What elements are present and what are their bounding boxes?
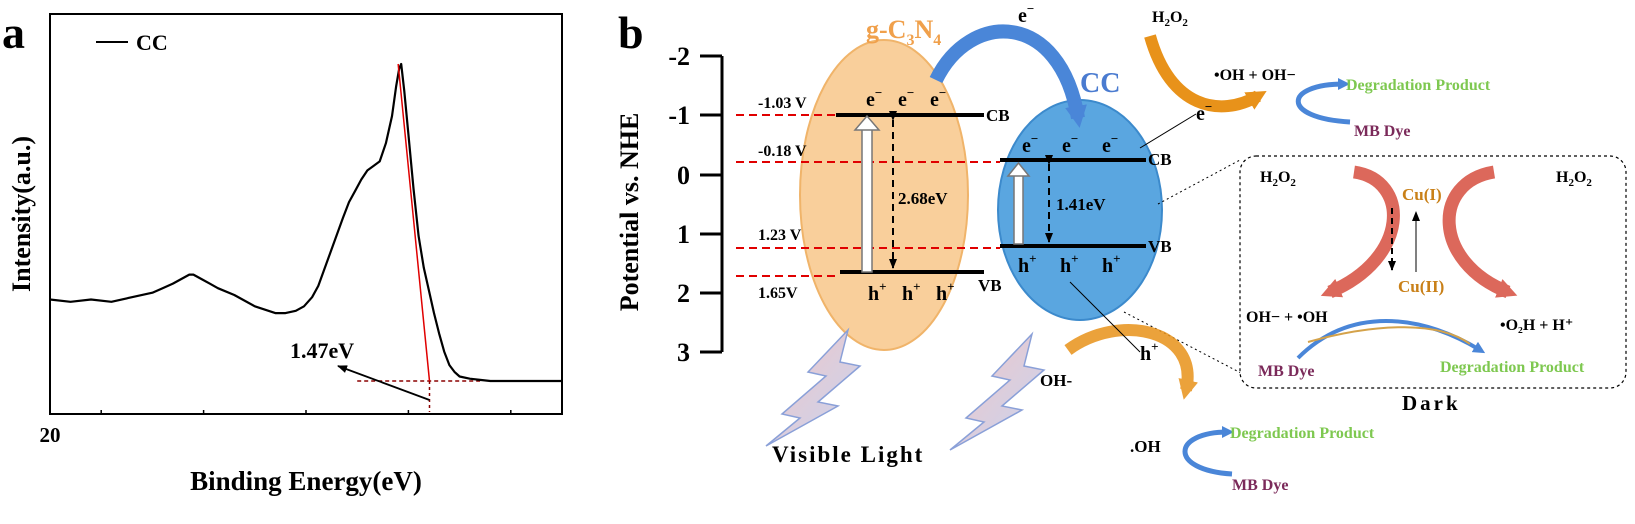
- panel-b-label: b: [618, 7, 644, 58]
- tick-label-1: 1: [677, 220, 690, 249]
- svg-text:e−: e−: [930, 85, 946, 111]
- cc-electrons: e− e− e−: [1022, 131, 1118, 157]
- zoom-line-top: [1157, 159, 1241, 205]
- degradation-cycle-top: [1295, 78, 1351, 125]
- svg-text:e−: e−: [1022, 131, 1038, 157]
- potential-axis-ticks: [700, 54, 722, 354]
- oxidation-hole-label: h+: [1140, 339, 1159, 365]
- h2o2-top-label: H2O2: [1152, 9, 1188, 29]
- electron-transfer-arrow: [929, 24, 1087, 128]
- dark-mb-dye: MB Dye: [1258, 363, 1314, 380]
- svg-text:e−: e−: [1062, 131, 1078, 157]
- series-line-cc: [49, 62, 562, 383]
- cc-holes: h+ h+ h+: [1018, 251, 1121, 277]
- legend-label-cc: CC: [136, 30, 168, 55]
- svg-text:h+: h+: [936, 279, 955, 305]
- dark-degradation-product: Degradation Product: [1440, 359, 1585, 376]
- cc-vb-potential: 1.23 V: [758, 227, 802, 244]
- dark-left-product: OH− + •OH: [1246, 309, 1328, 326]
- dark-right-product: •O₂H + H⁺: [1500, 317, 1573, 334]
- dark-degradation-arc: [1307, 326, 1471, 345]
- y-axis-label: Intensity(a.u.): [7, 136, 36, 292]
- dark-title: Dark: [1402, 391, 1461, 415]
- gcn-electrons: e− e− e−: [866, 85, 946, 111]
- degradation-product-top: Degradation Product: [1346, 77, 1491, 94]
- tick-label-3: 3: [677, 338, 690, 367]
- tick-label-m1: -1: [668, 101, 690, 130]
- transfer-electron-label: e−: [1018, 1, 1034, 27]
- gcn-excitation-arrow: [853, 114, 881, 273]
- cc-cb-label: CB: [1148, 150, 1172, 169]
- dark-degradation-arrow: [1296, 319, 1486, 360]
- cc-bandgap-label: 1.41eV: [1056, 195, 1106, 214]
- x-axis-ticks: 20151050−5: [40, 406, 512, 447]
- svg-text:h+: h+: [1060, 251, 1079, 277]
- oh-minus-label: OH-: [1040, 371, 1072, 390]
- dark-red-arrow-right: [1442, 165, 1518, 299]
- gcn-name: g-C3N4: [866, 15, 941, 49]
- cc-name: CC: [1080, 68, 1120, 99]
- tick-label-0: 0: [677, 161, 690, 190]
- dot-oh-label: .OH: [1130, 437, 1161, 456]
- visible-light-label: Visible Light: [772, 442, 924, 467]
- reduction-electron-label: e−: [1196, 99, 1212, 125]
- tangent-line: [397, 63, 431, 382]
- hole-leader-line: [1069, 281, 1141, 353]
- tick-label-2: 2: [677, 279, 690, 308]
- degradation-cycle-bottom: [1182, 426, 1234, 477]
- svg-text:h+: h+: [1102, 251, 1121, 277]
- dark-h2o2-right: H2O2: [1556, 169, 1592, 189]
- degradation-product-bottom: Degradation Product: [1230, 425, 1375, 442]
- panel-b: b -2 -1 0 1 2 3 Potential vs. NHE: [615, 1, 1627, 494]
- potential-tick-labels: -2 -1 0 1 2 3: [668, 42, 690, 367]
- svg-text:h+: h+: [1018, 251, 1037, 277]
- svg-text:h+: h+: [868, 279, 887, 305]
- x-tick-label: 20: [40, 423, 61, 447]
- gcn-vb-potential: 1.65V: [758, 285, 798, 302]
- tick-label-m2: -2: [668, 42, 690, 71]
- potential-values: -1.03 V -0.18 V 1.23 V 1.65V: [758, 95, 807, 302]
- cc-cb-potential: -0.18 V: [758, 143, 807, 160]
- panel-a: a 20151050−5 CC Intensity(a.u.) Binding …: [2, 7, 563, 496]
- gcn-cb-potential: -1.03 V: [758, 95, 807, 112]
- plot-area: [49, 62, 562, 412]
- cu2-label: Cu(II): [1398, 277, 1444, 296]
- svg-text:h+: h+: [902, 279, 921, 305]
- mb-dye-top: MB Dye: [1354, 123, 1410, 140]
- gcn-vb-label: VB: [978, 276, 1002, 295]
- band-labels: CB VB CB VB: [978, 106, 1172, 295]
- hole-oxidation-arrow: [1064, 324, 1199, 400]
- svg-text:e−: e−: [898, 85, 914, 111]
- cc-excitation-arrow: [1006, 161, 1031, 245]
- bandgap-annotation-arrow: [337, 365, 430, 401]
- potential-axis-label: Potential vs. NHE: [615, 113, 644, 312]
- svg-text:e−: e−: [866, 85, 882, 111]
- dark-h2o2-left: H2O2: [1260, 169, 1296, 189]
- h2o2-reduction-arrow: [1144, 34, 1267, 113]
- x-axis-label: Binding Energy(eV): [190, 466, 422, 496]
- cc-vb-label: VB: [1148, 237, 1172, 256]
- oh-products-label: •OH + OH−: [1214, 67, 1296, 84]
- electron-leader-line: [1139, 113, 1197, 149]
- gcn-bandgap-label: 2.68eV: [898, 189, 948, 208]
- panel-a-label: a: [2, 7, 25, 58]
- svg-text:e−: e−: [1102, 131, 1118, 157]
- lightning-bolt-icon-right: [949, 331, 1046, 451]
- cu1-label: Cu(I): [1402, 185, 1442, 204]
- gcn-holes: h+ h+ h+: [868, 279, 955, 305]
- bandgap-annotation-label: 1.47eV: [290, 338, 354, 363]
- mb-dye-bottom: MB Dye: [1232, 477, 1288, 494]
- zoom-line-bottom: [1123, 311, 1263, 385]
- lightning-bolt-icon-left: [765, 327, 862, 447]
- gcn-cb-label: CB: [986, 106, 1010, 125]
